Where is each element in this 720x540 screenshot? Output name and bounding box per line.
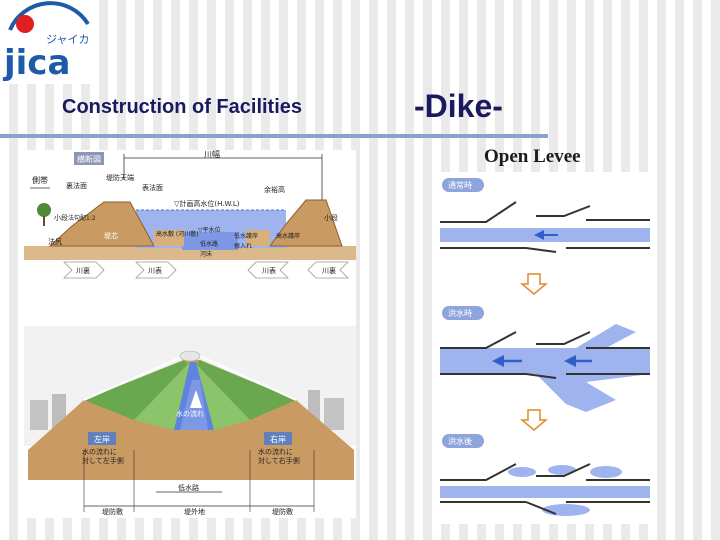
stage-2-flow-arrow-right-icon <box>564 355 576 367</box>
open-levee-title: Open Levee <box>484 146 581 167</box>
dike-diagram-panel: 横断図 川幅 側帯 裏法面 堤防天端 表法面 余裕高 ▽計画高水位(H.W.L)… <box>24 149 356 518</box>
label-low-channel-lower: 低水路 <box>178 483 199 492</box>
tree-icon <box>37 203 51 217</box>
stage-3-water <box>440 486 650 498</box>
label-core: 堤芯 <box>104 231 118 240</box>
stage-3-label: 洪水後 <box>448 436 472 446</box>
label-berm-left: 小段 <box>54 213 68 222</box>
right-levee <box>269 199 343 247</box>
arrow-riverside-right <box>247 261 289 279</box>
label-berm-right: 小段 <box>324 213 338 222</box>
open-levee-diagram: 通常時 洪水時 洪水後 <box>440 178 650 516</box>
label-landside-right: 川裏 <box>322 266 336 275</box>
label-riverside-land: 堤外地 <box>184 507 205 516</box>
arrow-landside-right <box>307 261 349 279</box>
stage-1-flow-arrow-icon <box>534 230 544 240</box>
left-levee <box>48 201 155 247</box>
label-riverbed: 河床 <box>200 250 212 258</box>
label-floodplain: 高水敷 (河川敷) <box>156 230 199 238</box>
cross-section-tag-label: 横断図 <box>77 154 101 164</box>
label-water-flow: 水の流れ <box>176 409 204 418</box>
label-front-slope: 表法面 <box>142 183 163 192</box>
stage-2-flow-arrow-left-icon <box>492 355 504 367</box>
cross-section-tag <box>74 152 104 165</box>
label-normal-level: ▽平水位 <box>198 226 221 234</box>
label-left-bank-text: 水の流れに対して左手側 <box>82 447 124 465</box>
label-slope-ratio: 法勾配1:2 <box>68 214 96 222</box>
label-levee-site-right: 堤防敷 <box>272 507 293 516</box>
label-toe: 法尻 <box>48 237 62 246</box>
slide-title: Construction of Facilities -Dike- <box>62 86 682 126</box>
stage-1-tag <box>442 178 484 192</box>
jica-logo: jica ジャイカ <box>0 0 96 84</box>
label-low-channel: 低水路 <box>200 240 218 248</box>
label-freeboard: 余裕高 <box>264 185 285 194</box>
label-right-bank-text: 水の流れに対して右手側 <box>258 447 300 465</box>
jica-wordmark: jica <box>2 43 70 83</box>
label-low-revetment: 低水護岸 <box>234 232 258 240</box>
label-embedment: 根入れ <box>234 242 252 250</box>
arrow-landside-left <box>63 261 105 279</box>
stage-1-label: 通常時 <box>448 180 472 190</box>
label-high-revetment: 高水護岸 <box>276 232 300 240</box>
arrow-riverside-left <box>135 261 177 279</box>
label-right-bank-tag: 右岸 <box>270 434 286 444</box>
stage-2-tag <box>442 306 484 320</box>
slide-title-main: Construction of Facilities <box>62 96 303 118</box>
label-levee-site-left: 堤防敷 <box>102 507 123 516</box>
left-bank-tag <box>88 432 116 445</box>
label-left-bank-tag: 左岸 <box>94 434 110 444</box>
perspective-illustration <box>24 326 356 480</box>
stage-3-tag <box>442 434 484 448</box>
label-hwl: ▽計画高水位(H.W.L) <box>174 199 240 208</box>
title-underline <box>0 134 548 138</box>
open-levee-panel: 通常時 洪水時 洪水後 <box>436 172 652 524</box>
jica-logo-mark: jica ジャイカ <box>2 1 90 83</box>
label-riverside-left: 川表 <box>148 266 162 275</box>
down-arrow-2-icon <box>519 409 549 431</box>
label-riverside-right: 川表 <box>262 266 276 275</box>
label-landside-left: 川裏 <box>76 266 90 275</box>
label-back-slope: 裏法面 <box>66 181 87 190</box>
slide-title-sub: -Dike- <box>414 88 503 124</box>
label-river-width: 川幅 <box>204 150 220 159</box>
flow-arrow-icon <box>190 390 202 408</box>
right-bank-tag <box>264 432 292 445</box>
label-side-belt: 側帯 <box>32 175 48 185</box>
stage-2-label: 洪水時 <box>448 308 472 318</box>
down-arrow-1-icon <box>519 273 549 295</box>
jica-red-dot <box>16 15 34 33</box>
dike-diagram: 横断図 川幅 側帯 裏法面 堤防天端 表法面 余裕高 ▽計画高水位(H.W.L)… <box>24 149 356 516</box>
jica-katakana: ジャイカ <box>46 33 89 46</box>
label-crown: 堤防天端 <box>106 173 134 182</box>
